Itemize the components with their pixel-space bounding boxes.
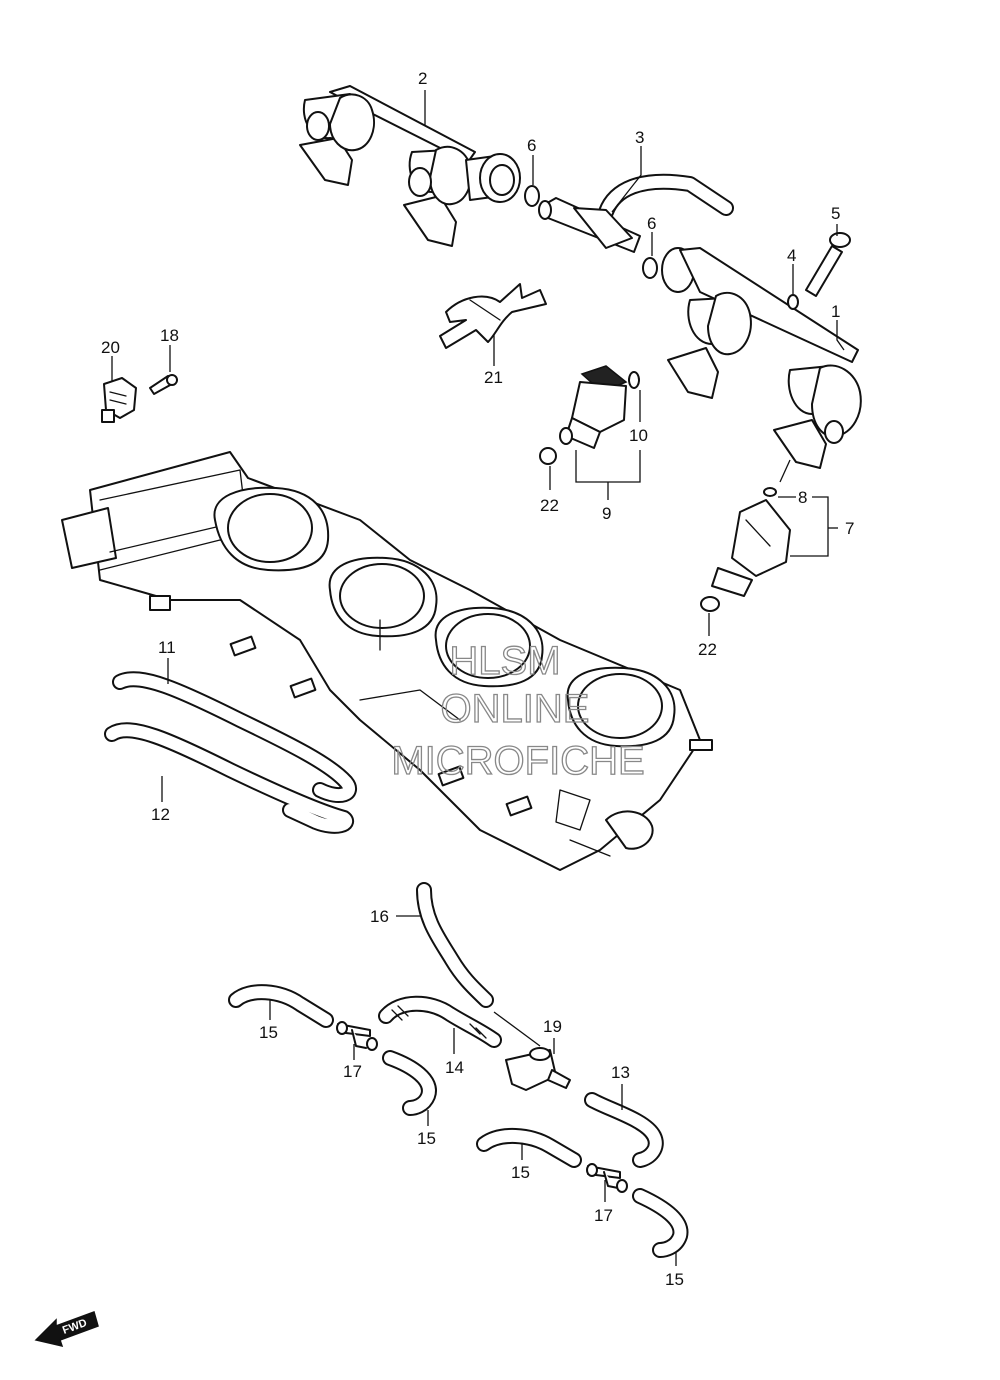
joint-17-a[interactable] — [336, 1021, 378, 1051]
o-ring-6-lower[interactable] — [642, 257, 658, 279]
watermark-line-3: MICROFICHE — [391, 739, 644, 783]
hose-15-c[interactable] — [476, 1127, 582, 1168]
hose-14[interactable] — [378, 995, 502, 1048]
clamp-21[interactable] — [439, 283, 547, 349]
hose-13[interactable] — [584, 1092, 664, 1168]
fuel-rail-upper[interactable] — [299, 85, 521, 247]
watermark: HLSM ONLINE MICROFICHE — [391, 638, 646, 783]
callout-11: 11 — [158, 638, 176, 657]
callout-4: 4 — [787, 246, 796, 265]
callout-22-right: 22 — [698, 640, 717, 659]
callout-2: 2 — [418, 69, 427, 88]
callout-7: 7 — [845, 519, 854, 538]
callout-9: 9 — [602, 504, 611, 523]
callout-12: 12 — [151, 805, 170, 824]
callout-5: 5 — [831, 204, 840, 223]
hose-12[interactable] — [104, 722, 354, 834]
callout-19: 19 — [543, 1017, 562, 1036]
leader-lines — [111, 90, 845, 1266]
callout-22-left: 22 — [540, 496, 559, 515]
separator-19[interactable] — [505, 1047, 571, 1091]
callout-15-b: 15 — [417, 1129, 436, 1148]
injector-9[interactable] — [539, 365, 628, 465]
callout-6-upper: 6 — [527, 136, 536, 155]
watermark-line-1: HLSM — [449, 639, 560, 683]
bolt-5[interactable] — [805, 232, 851, 297]
callout-6-lower: 6 — [647, 214, 656, 233]
callout-13: 13 — [611, 1063, 630, 1082]
hose-15-d[interactable] — [632, 1188, 689, 1258]
fuel-pipe-3[interactable] — [538, 173, 734, 253]
callout-10: 10 — [629, 426, 648, 445]
callout-labels: 2 6 3 6 5 4 1 18 20 21 10 8 22 9 7 22 11… — [101, 69, 854, 1289]
fuel-rail-lower[interactable] — [661, 247, 862, 469]
callout-20: 20 — [101, 338, 120, 357]
sensor-20[interactable] — [101, 377, 137, 423]
hose-11[interactable] — [112, 671, 357, 804]
watermark-line-2: ONLINE — [441, 687, 590, 731]
callout-21: 21 — [484, 368, 503, 387]
callout-3: 3 — [635, 128, 644, 147]
hose-15-a[interactable] — [228, 984, 334, 1028]
o-ring-10[interactable] — [628, 371, 640, 389]
fwd-arrow: FWD — [34, 1311, 99, 1348]
callout-1: 1 — [831, 302, 840, 321]
hose-15-b[interactable] — [382, 1050, 437, 1116]
callout-17-a: 17 — [343, 1062, 362, 1081]
screw-18[interactable] — [149, 374, 178, 395]
callout-8: 8 — [798, 488, 807, 507]
o-ring-6-upper[interactable] — [524, 185, 540, 207]
callout-15-c: 15 — [511, 1163, 530, 1182]
callout-16: 16 — [370, 907, 389, 926]
washer-4[interactable] — [787, 294, 799, 310]
injector-7[interactable] — [700, 487, 791, 612]
fwd-arrow-icon — [34, 1311, 99, 1348]
joint-17-b[interactable] — [586, 1163, 628, 1193]
hose-16[interactable] — [416, 882, 494, 1008]
callout-15-a: 15 — [259, 1023, 278, 1042]
throttle-body[interactable] — [61, 451, 713, 871]
callout-18: 18 — [160, 326, 179, 345]
callout-15-d: 15 — [665, 1270, 684, 1289]
callout-14: 14 — [445, 1058, 464, 1077]
callout-17-b: 17 — [594, 1206, 613, 1225]
